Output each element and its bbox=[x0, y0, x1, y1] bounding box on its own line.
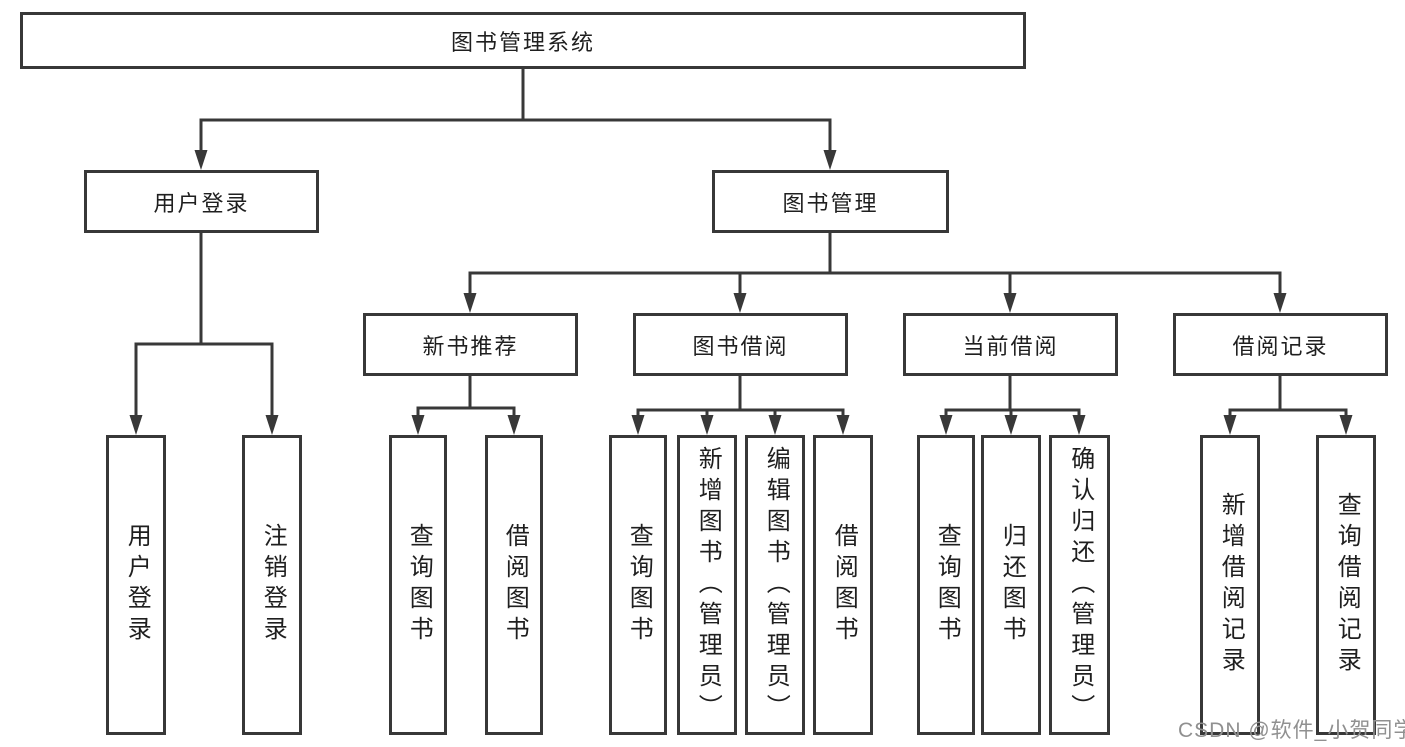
leaf-query-books-current-label: 查询图书 bbox=[933, 523, 961, 647]
leaf-return-books: 归还图书 bbox=[981, 435, 1041, 735]
connector-path bbox=[134, 67, 1348, 419]
leaf-query-borrow-record-label: 查询借阅记录 bbox=[1333, 492, 1361, 678]
leaf-confirm-return-admin: 确认归还（管理员） bbox=[1049, 435, 1110, 735]
node-book-borrowing-label: 图书借阅 bbox=[692, 333, 789, 359]
leaf-add-books-admin-label: 新增图书（管理员） bbox=[694, 445, 722, 725]
node-root-system: 图书管理系统 bbox=[20, 12, 1026, 69]
leaf-query-books-borrow: 查询图书 bbox=[609, 435, 667, 735]
leaf-add-books-admin: 新增图书（管理员） bbox=[677, 435, 737, 735]
node-borrowing-records-label: 借阅记录 bbox=[1232, 333, 1329, 359]
leaf-query-books-recommend-label: 查询图书 bbox=[405, 523, 433, 647]
leaf-borrow-books-label: 借阅图书 bbox=[830, 523, 858, 647]
leaf-borrow-books-recommend: 借阅图书 bbox=[485, 435, 543, 735]
node-new-book-recommendation: 新书推荐 bbox=[363, 313, 578, 376]
node-book-management-label: 图书管理 bbox=[782, 190, 879, 216]
leaf-add-borrow-record: 新增借阅记录 bbox=[1200, 435, 1260, 735]
leaf-logout-label: 注销登录 bbox=[259, 523, 287, 647]
leaf-edit-books-admin-label: 编辑图书（管理员） bbox=[762, 445, 790, 725]
leaf-user-login: 用户登录 bbox=[106, 435, 166, 735]
node-current-borrowing-label: 当前借阅 bbox=[962, 333, 1059, 359]
leaf-query-borrow-record: 查询借阅记录 bbox=[1316, 435, 1376, 735]
node-current-borrowing: 当前借阅 bbox=[903, 313, 1118, 376]
leaf-query-books-recommend: 查询图书 bbox=[389, 435, 447, 735]
node-book-borrowing: 图书借阅 bbox=[633, 313, 848, 376]
leaf-add-borrow-record-label: 新增借阅记录 bbox=[1217, 492, 1245, 678]
leaf-borrow-books: 借阅图书 bbox=[813, 435, 873, 735]
leaf-edit-books-admin: 编辑图书（管理员） bbox=[745, 435, 805, 735]
leaf-borrow-books-recommend-label: 借阅图书 bbox=[501, 523, 529, 647]
node-borrowing-records: 借阅记录 bbox=[1173, 313, 1388, 376]
leaf-query-books-borrow-label: 查询图书 bbox=[625, 523, 653, 647]
leaf-user-login-label: 用户登录 bbox=[123, 523, 151, 647]
csdn-watermark: CSDN @软件_小贺同学 bbox=[1178, 719, 1405, 742]
leaf-logout: 注销登录 bbox=[242, 435, 302, 735]
leaf-return-books-label: 归还图书 bbox=[998, 523, 1026, 647]
leaf-query-books-current: 查询图书 bbox=[917, 435, 975, 735]
node-new-book-recommendation-label: 新书推荐 bbox=[422, 333, 519, 359]
node-book-management: 图书管理 bbox=[712, 170, 949, 233]
node-root-system-label: 图书管理系统 bbox=[450, 29, 595, 55]
node-user-login-label: 用户登录 bbox=[153, 190, 250, 216]
leaf-confirm-return-admin-label: 确认归还（管理员） bbox=[1066, 445, 1094, 725]
node-user-login: 用户登录 bbox=[84, 170, 319, 233]
